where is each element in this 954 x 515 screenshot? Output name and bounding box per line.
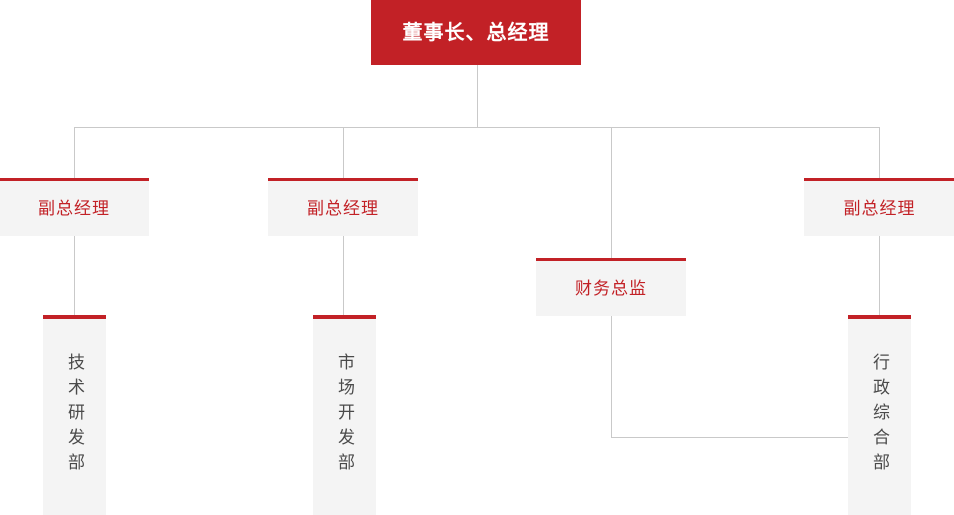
node-administration-general-department[interactable]: 行政综合部 (848, 315, 911, 515)
node-finance-director[interactable]: 财务总监 (536, 258, 686, 316)
node-label: 副总经理 (843, 199, 916, 218)
connector-finance-elbow-vertical (611, 316, 612, 437)
node-label: 董事长、总经理 (402, 21, 550, 44)
connector-drop-manager-1 (74, 127, 75, 178)
connector-drop-manager-2 (343, 127, 344, 178)
node-market-development-department[interactable]: 市场开发部 (313, 315, 376, 515)
node-label: 副总经理 (38, 199, 110, 218)
node-label: 财务总监 (575, 279, 647, 298)
connector-exec-trunk (477, 65, 478, 127)
connector-drop-manager-3 (879, 127, 880, 178)
connector-drop-market-development-department (343, 236, 344, 315)
node-label: 行政综合部 (870, 353, 889, 478)
node-label: 技术研发部 (65, 353, 84, 478)
connector-finance-elbow-horizontal (611, 437, 880, 438)
node-technology-rd-department[interactable]: 技术研发部 (43, 315, 106, 515)
connector-drop-administration-general-department (879, 236, 880, 315)
node-label: 副总经理 (307, 199, 379, 218)
connector-distribution-bus (74, 127, 880, 128)
node-deputy-general-manager-2[interactable]: 副总经理 (268, 178, 418, 236)
connector-drop-technology-rd-department (74, 236, 75, 315)
node-chairman-general-manager[interactable]: 董事长、总经理 (371, 0, 581, 65)
node-deputy-general-manager-1[interactable]: 副总经理 (0, 178, 149, 236)
connector-drop-finance (611, 127, 612, 258)
node-label: 市场开发部 (335, 353, 354, 478)
node-deputy-general-manager-3[interactable]: 副总经理 (804, 178, 954, 236)
